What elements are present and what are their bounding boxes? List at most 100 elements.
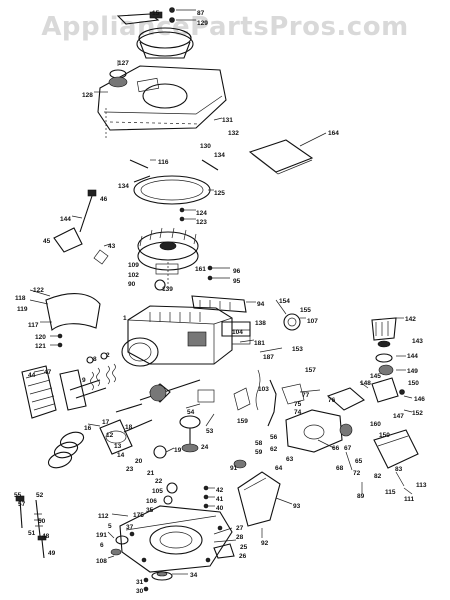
- part-label-115: 115: [385, 489, 396, 496]
- part-label-125: 125: [214, 190, 225, 197]
- part-label-64: 64: [275, 465, 283, 472]
- part-label-144: 144: [407, 353, 418, 360]
- dipstick: [53, 189, 97, 253]
- part-label-49: 49: [48, 550, 56, 557]
- part-label-164: 164: [328, 130, 339, 137]
- muffler: [191, 295, 256, 313]
- part-label-53: 53: [206, 428, 214, 435]
- part-label-22: 22: [155, 478, 163, 485]
- part-label-40: 40: [216, 505, 224, 512]
- part-label-145: 145: [370, 373, 381, 380]
- part-label-120: 120: [35, 334, 46, 341]
- part-label-159: 159: [237, 418, 248, 425]
- part-label-28: 28: [236, 534, 244, 541]
- part-label-106: 106: [146, 498, 157, 505]
- valves: [69, 352, 116, 399]
- blower-housing: [97, 65, 227, 131]
- part-label-41: 41: [216, 496, 224, 503]
- part-label-57: 57: [18, 501, 26, 508]
- oil-drain-parts: [107, 513, 129, 559]
- part-label-138: 138: [255, 320, 266, 327]
- part-label-15: 15: [152, 10, 160, 17]
- starter-handle: [116, 7, 196, 25]
- part-label-44: 44: [28, 372, 36, 379]
- crankcase-cover: [119, 505, 233, 573]
- part-label-161: 161: [195, 266, 206, 273]
- part-label-90: 90: [128, 281, 136, 288]
- part-label-1: 1: [123, 315, 127, 322]
- part-label-121: 121: [35, 343, 46, 350]
- oil-cap: [94, 60, 128, 93]
- part-label-149: 149: [407, 368, 418, 375]
- part-label-118: 118: [15, 295, 26, 302]
- part-label-147: 147: [393, 413, 404, 420]
- part-label-16: 16: [84, 425, 92, 432]
- part-label-55: 55: [14, 492, 22, 499]
- part-label-48: 48: [42, 533, 50, 540]
- crankshaft: [115, 379, 201, 413]
- part-label-109: 109: [128, 262, 139, 269]
- part-label-66: 66: [332, 445, 340, 452]
- part-label-153: 153: [292, 346, 303, 353]
- part-label-144: 144: [60, 216, 71, 223]
- part-label-50: 50: [38, 518, 46, 525]
- part-label-95: 95: [233, 278, 241, 285]
- part-label-27: 27: [236, 525, 244, 532]
- part-label-105: 105: [152, 488, 163, 495]
- governor-spring-parts: [213, 527, 237, 559]
- part-label-20: 20: [135, 458, 143, 465]
- part-label-26: 26: [239, 553, 247, 560]
- part-label-94: 94: [257, 301, 265, 308]
- part-label-150: 150: [379, 432, 390, 439]
- part-label-107: 107: [307, 318, 318, 325]
- part-label-160: 160: [370, 421, 381, 428]
- bottom-washers: [143, 571, 188, 592]
- part-label-18: 18: [125, 424, 133, 431]
- part-label-63: 63: [286, 456, 294, 463]
- part-label-102: 102: [128, 272, 139, 279]
- part-label-112: 112: [98, 513, 109, 520]
- part-label-130: 130: [200, 143, 211, 150]
- part-label-43: 43: [108, 243, 116, 250]
- part-label-157: 157: [305, 367, 316, 374]
- part-label-96: 96: [233, 268, 241, 275]
- part-label-116: 116: [158, 159, 169, 166]
- part-label-23: 23: [126, 466, 134, 473]
- part-label-134: 134: [214, 152, 225, 159]
- part-label-37: 37: [126, 524, 134, 531]
- part-label-67: 67: [344, 445, 352, 452]
- part-label-21: 21: [147, 470, 155, 477]
- part-label-154: 154: [279, 298, 290, 305]
- part-label-117: 117: [28, 322, 39, 329]
- part-label-83: 83: [395, 466, 403, 473]
- part-label-123: 123: [196, 219, 207, 226]
- part-label-19: 19: [174, 447, 182, 454]
- fuel-bracket: [361, 429, 419, 495]
- engine-block: [121, 305, 251, 367]
- choke-parts: [359, 377, 413, 413]
- part-label-181: 181: [254, 340, 265, 347]
- part-label-150: 150: [408, 380, 419, 387]
- part-label-89: 89: [357, 493, 365, 500]
- part-label-17: 17: [102, 419, 110, 426]
- part-label-46: 46: [100, 196, 108, 203]
- part-label-45: 45: [43, 238, 51, 245]
- part-label-129: 129: [197, 20, 208, 27]
- part-label-119: 119: [17, 306, 28, 313]
- starter-pulley: [136, 27, 194, 59]
- part-label-13: 13: [114, 443, 122, 450]
- part-label-62: 62: [270, 446, 278, 453]
- part-label-72: 72: [353, 470, 361, 477]
- part-label-111: 111: [404, 496, 415, 503]
- part-label-122: 122: [33, 287, 44, 294]
- piston-rings: [47, 431, 85, 469]
- fuel-cap-primer: [371, 317, 406, 376]
- part-label-25: 25: [240, 544, 248, 551]
- part-label-143: 143: [412, 338, 423, 345]
- part-label-52: 52: [36, 492, 44, 499]
- part-label-14: 14: [117, 452, 125, 459]
- part-label-134: 134: [118, 183, 129, 190]
- part-label-132: 132: [228, 130, 239, 137]
